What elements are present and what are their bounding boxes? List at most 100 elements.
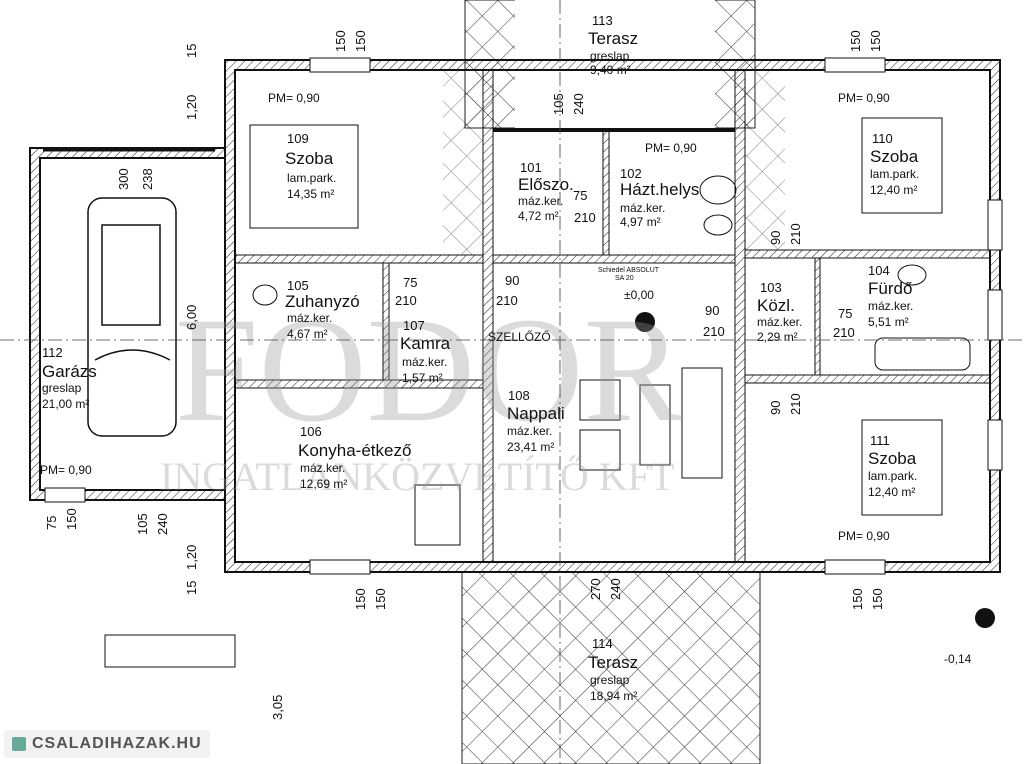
- svg-text:5,51 m²: 5,51 m²: [868, 315, 909, 329]
- svg-text:300: 300: [116, 168, 131, 190]
- house-icon: [12, 737, 26, 751]
- svg-text:240: 240: [608, 578, 623, 600]
- svg-text:Schiedel ABSOLUT: Schiedel ABSOLUT: [598, 267, 660, 274]
- svg-text:108: 108: [508, 388, 530, 403]
- svg-text:101: 101: [520, 160, 542, 175]
- svg-text:21,00 m²: 21,00 m²: [42, 397, 89, 411]
- svg-text:3,05: 3,05: [270, 695, 285, 720]
- svg-text:SA 20: SA 20: [615, 275, 634, 282]
- svg-text:210: 210: [395, 293, 417, 308]
- svg-text:Fürdő: Fürdő: [868, 279, 912, 298]
- svg-text:Kamra: Kamra: [400, 334, 451, 353]
- svg-text:210: 210: [833, 325, 855, 340]
- svg-text:Előszo.: Előszo.: [518, 175, 574, 194]
- svg-text:109: 109: [287, 131, 309, 146]
- svg-text:150: 150: [850, 588, 865, 610]
- svg-text:Szoba: Szoba: [868, 449, 917, 468]
- svg-text:90: 90: [768, 401, 783, 415]
- svg-text:90: 90: [505, 273, 519, 288]
- svg-text:105: 105: [287, 278, 309, 293]
- svg-text:210: 210: [703, 324, 725, 339]
- car-icon: [87, 197, 177, 437]
- svg-text:238: 238: [140, 168, 155, 190]
- svg-text:9,40 m²: 9,40 m²: [590, 63, 631, 77]
- svg-text:240: 240: [155, 513, 170, 535]
- svg-text:PM= 0,90: PM= 0,90: [268, 91, 320, 105]
- svg-text:PM= 0,90: PM= 0,90: [838, 529, 890, 543]
- svg-text:greslap: greslap: [590, 49, 630, 63]
- svg-text:máz.ker.: máz.ker.: [402, 355, 447, 369]
- svg-text:15: 15: [184, 44, 199, 58]
- svg-text:lam.park.: lam.park.: [868, 469, 917, 483]
- svg-text:1,20: 1,20: [184, 95, 199, 120]
- svg-text:Szoba: Szoba: [285, 149, 334, 168]
- svg-text:máz.ker.: máz.ker.: [507, 424, 552, 438]
- svg-text:18,94 m²: 18,94 m²: [590, 689, 637, 703]
- svg-text:PM= 0,90: PM= 0,90: [838, 91, 890, 105]
- svg-text:103: 103: [760, 280, 782, 295]
- watermark-sub: INGATLANKÖZVETÍTŐ KFT: [160, 454, 674, 499]
- svg-text:SZELLŐZŐ: SZELLŐZŐ: [488, 329, 551, 344]
- svg-text:150: 150: [353, 588, 368, 610]
- svg-text:75: 75: [573, 188, 587, 203]
- walls: [29, 59, 1001, 573]
- svg-text:75: 75: [44, 516, 59, 530]
- svg-text:±0,00: ±0,00: [624, 288, 654, 302]
- svg-text:210: 210: [788, 393, 803, 415]
- watermark-brand: FODOR: [175, 287, 683, 453]
- svg-text:23,41 m²: 23,41 m²: [507, 440, 554, 454]
- svg-text:Terasz: Terasz: [588, 653, 638, 672]
- svg-text:máz.ker.: máz.ker.: [868, 299, 913, 313]
- svg-text:15: 15: [184, 581, 199, 595]
- level-marker-icon: [635, 312, 655, 332]
- svg-text:240: 240: [571, 93, 586, 115]
- svg-text:105: 105: [135, 513, 150, 535]
- svg-text:150: 150: [333, 30, 348, 52]
- svg-text:PM= 0,90: PM= 0,90: [40, 463, 92, 477]
- svg-text:75: 75: [838, 306, 852, 321]
- svg-text:máz.ker.: máz.ker.: [300, 461, 345, 475]
- svg-text:14,35 m²: 14,35 m²: [287, 187, 334, 201]
- svg-text:75: 75: [403, 275, 417, 290]
- svg-text:111: 111: [870, 433, 890, 448]
- svg-text:1,57 m²: 1,57 m²: [402, 371, 443, 385]
- svg-text:lam.park.: lam.park.: [870, 167, 919, 181]
- svg-text:114: 114: [592, 636, 613, 651]
- svg-text:150: 150: [848, 30, 863, 52]
- svg-text:Nappali: Nappali: [507, 404, 565, 423]
- svg-text:106: 106: [300, 424, 322, 439]
- svg-text:4,67 m²: 4,67 m²: [287, 327, 328, 341]
- svg-text:máz.ker.: máz.ker.: [518, 194, 563, 208]
- site-logo[interactable]: CSALADIHAZAK.HU: [4, 730, 210, 758]
- svg-text:PM= 0,90: PM= 0,90: [645, 141, 697, 155]
- svg-text:107: 107: [403, 318, 425, 333]
- svg-text:máz.ker.: máz.ker.: [287, 311, 332, 325]
- svg-text:máz.ker.: máz.ker.: [757, 315, 802, 329]
- svg-text:12,40 m²: 12,40 m²: [870, 183, 917, 197]
- svg-text:210: 210: [496, 293, 518, 308]
- svg-text:Terasz: Terasz: [588, 29, 638, 48]
- svg-text:Szoba: Szoba: [870, 147, 919, 166]
- svg-text:2,29 m²: 2,29 m²: [757, 330, 798, 344]
- svg-text:Konyha-étkező: Konyha-étkező: [298, 441, 411, 460]
- logo-text: CSALADIHAZAK.HU: [32, 735, 202, 752]
- svg-text:210: 210: [574, 210, 596, 225]
- svg-text:270: 270: [588, 578, 603, 600]
- svg-text:máz.ker.: máz.ker.: [620, 201, 665, 215]
- svg-text:1,20: 1,20: [184, 545, 199, 570]
- svg-text:110: 110: [872, 131, 893, 146]
- svg-text:113: 113: [592, 13, 613, 28]
